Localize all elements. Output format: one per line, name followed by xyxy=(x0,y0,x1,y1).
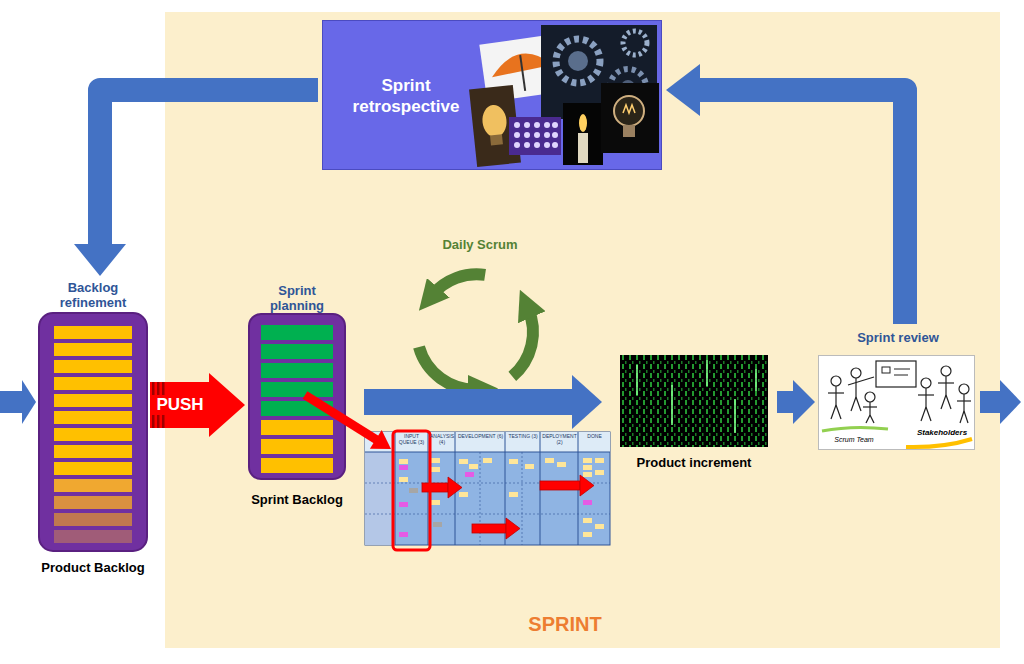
product-backlog: Backlog refinementProduct Backlog xyxy=(38,280,148,580)
stage-heading-holder: Sprint planning xyxy=(257,283,337,313)
artifact-label: Product increment xyxy=(614,455,774,470)
column-header: TESTING (3) xyxy=(506,433,540,439)
sprint-backlog: Sprint planningSprint Backlog xyxy=(248,282,346,512)
sprint-review: Sprint reviewScrum Team Stakeholders xyxy=(818,328,978,452)
edge-label: PUSH xyxy=(150,395,210,415)
column-header-holder: DEPLOYMENT (2) xyxy=(541,433,578,445)
flow-arrow xyxy=(777,380,815,424)
group-label: Stakeholders xyxy=(910,428,974,437)
column-header: DEVELOPMENT (6) xyxy=(456,433,505,439)
matrix-picture xyxy=(620,355,768,447)
column-header-holder: TESTING (3) xyxy=(506,433,540,439)
artifact-label: Sprint Backlog xyxy=(227,492,367,507)
artifact-label-holder: Product increment xyxy=(614,455,774,470)
stage-heading-holder: Backlog refinement xyxy=(43,280,143,310)
artifact-label: Product Backlog xyxy=(18,560,168,575)
retrospective-box: Sprint retrospective xyxy=(322,20,662,170)
sprint-region: SPRINT Sprint retrospective Sprint plann… xyxy=(165,12,1000,648)
box-title-holder: Sprint retrospective xyxy=(331,75,481,117)
column-header-holder: INPUT QUEUE (3) xyxy=(396,433,427,445)
pull-arrow xyxy=(165,12,1000,648)
stage-heading: Backlog refinement xyxy=(43,280,143,310)
column-header: ANALYSIS (4) xyxy=(429,433,455,445)
flow-arrow xyxy=(666,64,905,324)
column-header-holder: ANALYSIS (4) xyxy=(429,433,455,445)
flow-arrow xyxy=(150,373,245,437)
region-title: SPRINT xyxy=(505,612,625,636)
cycle-label-holder: Daily Scrum xyxy=(425,237,535,252)
stage-heading: Sprint planning xyxy=(257,283,337,313)
artifact-label-holder: Sprint Backlog xyxy=(227,492,367,507)
flow-arrow xyxy=(74,90,318,276)
group-label-holder: Scrum Team xyxy=(824,436,884,444)
group-label: Scrum Team xyxy=(824,436,884,444)
stage-heading: Sprint review xyxy=(818,330,978,345)
cycle-label: Daily Scrum xyxy=(425,237,535,252)
group-label-holder: Stakeholders xyxy=(910,428,974,437)
product-increment: Product increment xyxy=(614,355,774,473)
region-title-holder: SPRINT xyxy=(505,612,625,636)
backlog-column xyxy=(248,313,346,480)
column-header-holder: DONE xyxy=(579,433,610,439)
edge-label-holder: PUSH xyxy=(150,395,210,415)
flow-arrow xyxy=(364,375,602,429)
column-header: INPUT QUEUE (3) xyxy=(396,433,427,445)
stage-heading-holder: Sprint review xyxy=(818,330,978,345)
column-header-holder: DEVELOPMENT (6) xyxy=(456,433,505,439)
backlog-column xyxy=(38,312,148,552)
photo-collage xyxy=(323,21,663,171)
artifact-label-holder: Product Backlog xyxy=(18,560,168,575)
column-header: DEPLOYMENT (2) xyxy=(541,433,578,445)
box-title: Sprint retrospective xyxy=(331,75,481,117)
column-header: DONE xyxy=(579,433,610,439)
